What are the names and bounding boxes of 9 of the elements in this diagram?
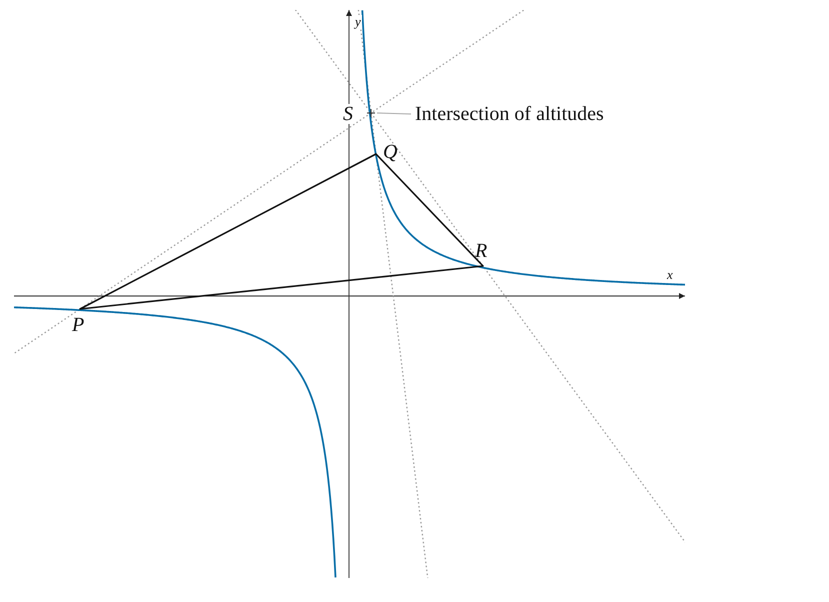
point-label: P (72, 315, 84, 335)
point-label: Q (383, 142, 398, 162)
leader-line (376, 112, 412, 114)
point-marker (366, 108, 376, 118)
point-label: S (342, 104, 354, 124)
callout-text: Intersection of altitudes (415, 104, 604, 124)
axis-label: y (354, 15, 362, 28)
axis-label: x (667, 268, 673, 281)
point-label: R (475, 241, 488, 261)
